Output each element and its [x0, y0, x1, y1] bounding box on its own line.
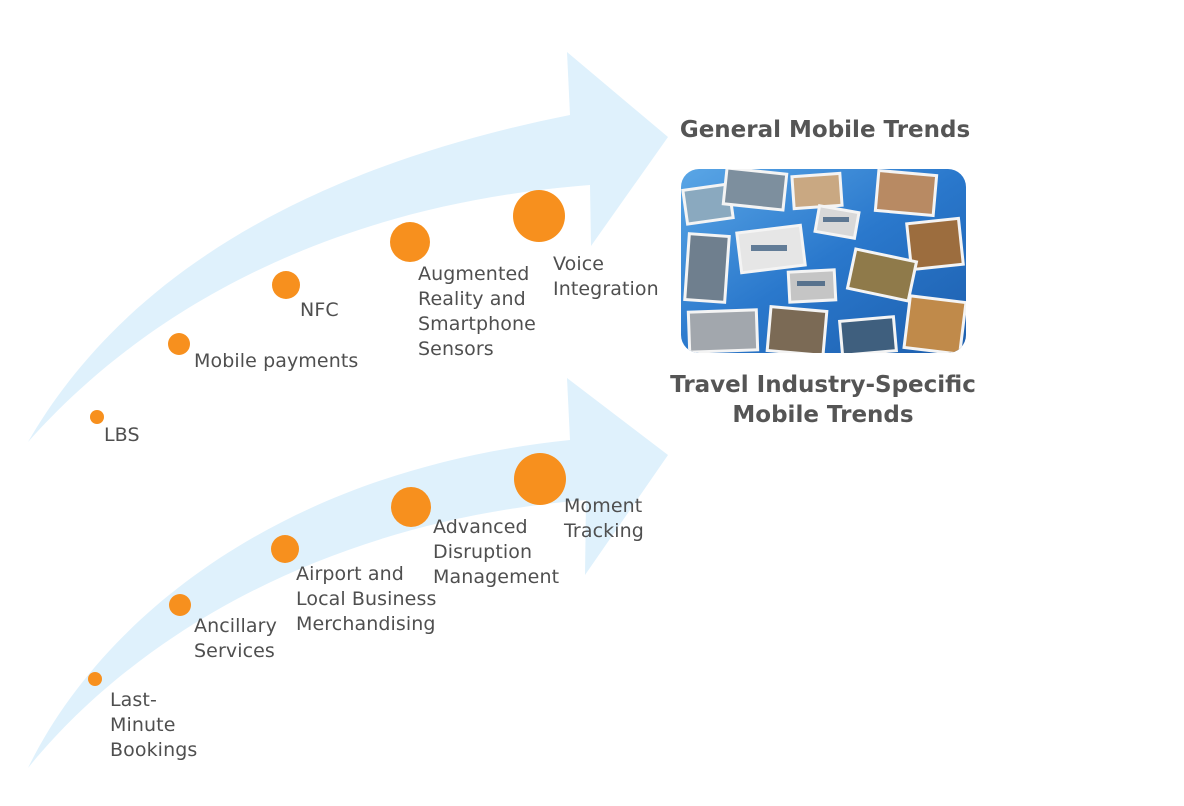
dot-ancillary-services [169, 594, 191, 616]
label-augmented-reality: Augmented Reality and Smartphone Sensors [418, 262, 536, 362]
dot-last-minute-bookings [88, 672, 102, 686]
dot-nfc [272, 271, 300, 299]
label-ancillary-services: Ancillary Services [194, 614, 277, 664]
dot-lbs [90, 410, 104, 424]
dot-augmented-reality [390, 222, 430, 262]
dot-moment-tracking [514, 453, 566, 505]
label-disruption-management: Advanced Disruption Management [433, 515, 559, 590]
dot-airport-merchandising [271, 535, 299, 563]
dot-disruption-management [391, 487, 431, 527]
travel-photo-collage [681, 169, 966, 353]
label-airport-merchandising: Airport and Local Business Merchandising [296, 562, 436, 637]
dot-voice-integration [513, 190, 565, 242]
label-voice-integration: Voice Integration [553, 252, 659, 302]
label-lbs: LBS [104, 423, 140, 448]
heading-general-mobile-trends: General Mobile Trends [660, 115, 990, 145]
label-last-minute-bookings: Last- Minute Bookings [110, 688, 197, 763]
label-moment-tracking: Moment Tracking [564, 494, 644, 544]
label-nfc: NFC [300, 298, 339, 323]
label-mobile-payments: Mobile payments [194, 349, 358, 374]
heading-travel-mobile-trends: Travel Industry-Specific Mobile Trends [650, 370, 996, 430]
dot-mobile-payments [168, 333, 190, 355]
